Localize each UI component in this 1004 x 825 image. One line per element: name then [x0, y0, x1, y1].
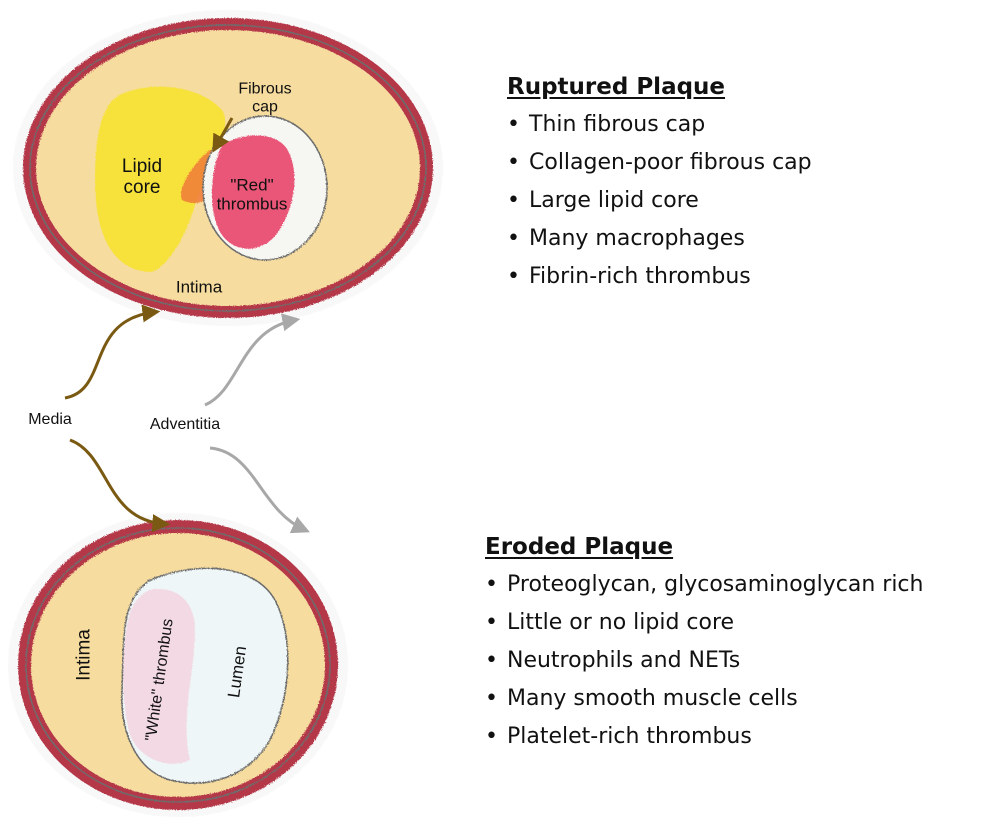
lipid-core-line2: core [122, 178, 162, 199]
adventitia-label: Adventitia [150, 416, 220, 434]
bullet: • [485, 680, 507, 718]
eroded-plaque-panel: Eroded Plaque •Proteoglycan, glycosamino… [485, 534, 923, 756]
list-item: •Neutrophils and NETs [485, 642, 923, 680]
list-item: •Many smooth muscle cells [485, 680, 923, 718]
list-item: •Thin fibrous cap [507, 106, 812, 144]
fibrous-cap-label: Fibrous cap [238, 80, 291, 115]
list-item: •Large lipid core [507, 182, 812, 220]
bullet: • [485, 718, 507, 756]
list-item: •Many macrophages [507, 220, 812, 258]
fibrous-cap-line2: cap [238, 98, 291, 116]
list-item: •Proteoglycan, glycosaminoglycan rich [485, 566, 923, 604]
list-item-text: Platelet-rich thrombus [507, 724, 752, 749]
media-arrow-bottom [70, 440, 165, 524]
fibrous-cap-line1: Fibrous [238, 80, 291, 98]
list-item-text: Many macrophages [529, 226, 745, 251]
adventitia-arrow-bottom [210, 448, 305, 530]
list-item: •Platelet-rich thrombus [485, 718, 923, 756]
red-thrombus-line1: "Red" [217, 176, 288, 195]
list-item-text: Thin fibrous cap [529, 112, 705, 137]
bullet: • [485, 566, 507, 604]
bullet: • [507, 220, 529, 258]
list-item-text: Little or no lipid core [507, 610, 734, 635]
ruptured-plaque-list: •Thin fibrous cap •Collagen-poor fibrous… [507, 106, 812, 296]
red-thrombus-line2: thrombus [217, 195, 288, 214]
eroded-plaque-title: Eroded Plaque [485, 534, 923, 560]
eroded-plaque-list: •Proteoglycan, glycosaminoglycan rich •L… [485, 566, 923, 756]
red-thrombus-label: "Red" thrombus [217, 176, 288, 213]
ruptured-plaque-title: Ruptured Plaque [507, 74, 812, 100]
lipid-core-line1: Lipid [122, 157, 162, 178]
list-item-text: Neutrophils and NETs [507, 648, 740, 673]
bullet: • [507, 258, 529, 296]
list-item: •Fibrin-rich thrombus [507, 258, 812, 296]
list-item: •Collagen-poor fibrous cap [507, 144, 812, 182]
bullet: • [507, 144, 529, 182]
lipid-core-label: Lipid core [122, 157, 162, 199]
list-item-text: Large lipid core [529, 188, 699, 213]
intima-top-label: Intima [176, 279, 222, 298]
list-item: •Little or no lipid core [485, 604, 923, 642]
bullet: • [507, 106, 529, 144]
adventitia-arrow-top [205, 320, 295, 405]
eroded-artery [8, 513, 348, 817]
bullet: • [485, 642, 507, 680]
bullet: • [485, 604, 507, 642]
media-label: Media [28, 411, 72, 429]
list-item-text: Fibrin-rich thrombus [529, 264, 751, 289]
bullet: • [507, 182, 529, 220]
list-item-text: Many smooth muscle cells [507, 686, 798, 711]
list-item-text: Proteoglycan, glycosaminoglycan rich [507, 572, 923, 597]
intima-bottom-label: Intima [75, 629, 96, 681]
ruptured-artery [13, 10, 443, 326]
media-arrow-top [65, 312, 155, 398]
ruptured-plaque-panel: Ruptured Plaque •Thin fibrous cap •Colla… [507, 74, 812, 296]
list-item-text: Collagen-poor fibrous cap [529, 150, 812, 175]
